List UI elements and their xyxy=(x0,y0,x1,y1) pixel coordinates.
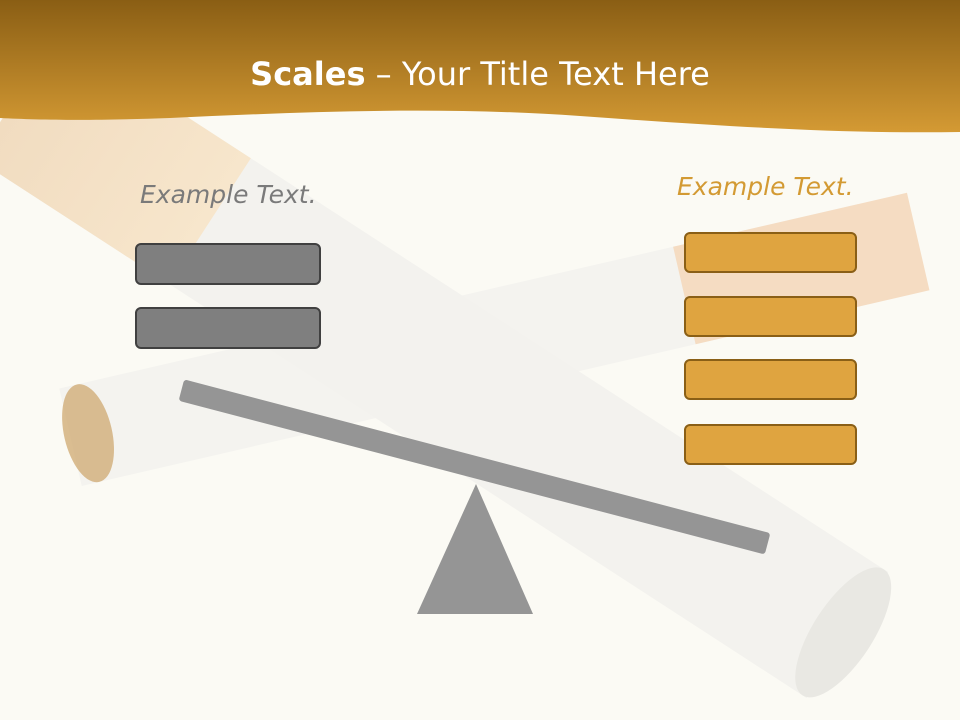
left-weight-box-2 xyxy=(135,307,321,349)
left-weight-box-1 xyxy=(135,243,321,285)
title-rest: – Your Title Text Here xyxy=(365,55,710,93)
left-example-text: Example Text. xyxy=(140,180,317,209)
right-example-text: Example Text. xyxy=(677,172,854,201)
title-bold: Scales xyxy=(250,55,366,93)
scale-beam xyxy=(179,380,770,554)
right-weight-box-2 xyxy=(684,296,857,337)
right-weight-box-1 xyxy=(684,232,857,273)
right-weight-box-4 xyxy=(684,424,857,465)
scale-fulcrum xyxy=(417,484,533,614)
slide-title: Scales – Your Title Text Here xyxy=(0,52,960,96)
right-weight-box-3 xyxy=(684,359,857,400)
